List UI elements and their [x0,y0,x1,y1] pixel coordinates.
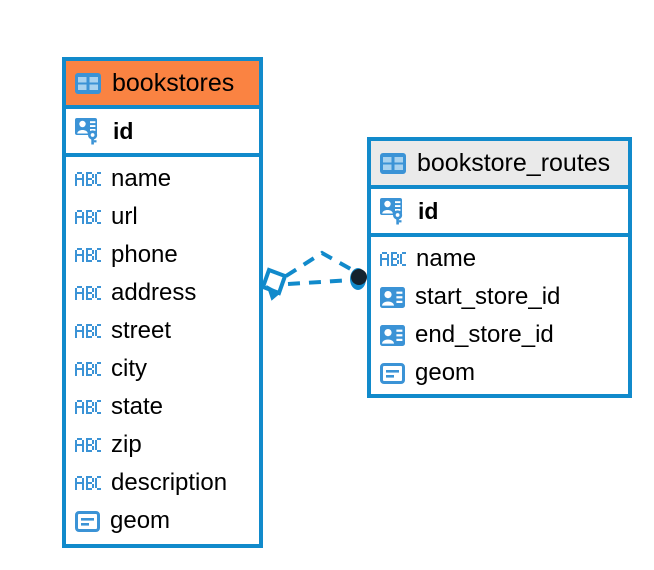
field-row-geom[interactable]: geom [66,502,259,540]
field-label: id [113,117,134,144]
entity-header-bookstores[interactable]: bookstores [66,61,259,109]
field-label: street [111,317,172,344]
primary-key-icon [75,117,103,145]
field-label: geom [415,359,476,386]
text-type-icon [75,400,101,414]
relationship-line-upper [284,250,357,278]
table-icon [380,152,406,174]
field-row-url[interactable]: url [66,198,259,236]
field-label: address [111,279,197,306]
field-label: name [416,245,477,272]
field-list-bookstore-routes: name start_store_id [371,237,628,398]
field-label: end_store_id [415,321,554,348]
text-type-icon [75,248,101,262]
field-label: start_store_id [415,283,561,310]
field-row-city[interactable]: city [66,350,259,388]
relationship-target-dot [351,269,367,285]
field-label: state [111,393,164,420]
field-row-state[interactable]: state [66,388,259,426]
foreign-key-icon [380,286,405,308]
field-label: url [111,203,138,230]
relationship-line-lower [287,278,353,286]
geometry-type-icon [380,362,405,384]
field-row-start-store-id[interactable]: start_store_id [371,278,628,316]
field-row-id[interactable]: id [371,189,628,233]
field-label: name [111,165,172,192]
relationship-target-halo [350,268,366,290]
entity-table-bookstores[interactable]: bookstores [62,57,263,548]
field-row-description[interactable]: description [66,464,259,502]
field-label: zip [111,431,142,458]
field-row-address[interactable]: address [66,274,259,312]
field-list-bookstores: name [66,157,259,546]
entity-table-bookstore-routes[interactable]: bookstore_routes [367,137,632,398]
relationship-source-diamond [260,267,288,296]
field-label: id [418,197,439,224]
text-type-icon [75,324,101,338]
foreign-key-icon [380,324,405,346]
field-label: geom [110,507,171,534]
text-type-icon [75,476,101,490]
text-type-icon [75,286,101,300]
field-row-street[interactable]: street [66,312,259,350]
field-row-name[interactable]: name [66,160,259,198]
text-type-icon [75,438,101,452]
entity-title: bookstore_routes [417,148,611,177]
field-row-id[interactable]: id [66,109,259,153]
text-type-icon [75,362,101,376]
text-type-icon [380,252,406,266]
entity-header-bookstore-routes[interactable]: bookstore_routes [371,141,628,189]
relationship-source-tail [266,284,281,301]
field-label: city [111,355,147,382]
primary-key-icon [380,197,408,225]
table-icon [75,72,101,94]
text-type-icon [75,210,101,224]
field-label: phone [111,241,178,268]
field-row-name[interactable]: name [371,240,628,278]
field-row-geom[interactable]: geom [371,354,628,392]
text-type-icon [75,172,101,186]
primary-key-block-bookstores: id [66,109,259,157]
field-row-end-store-id[interactable]: end_store_id [371,316,628,354]
field-row-zip[interactable]: zip [66,426,259,464]
geometry-type-icon [75,510,100,532]
primary-key-block-bookstore-routes: id [371,189,628,237]
entity-title: bookstores [112,68,235,97]
field-label: description [111,469,228,496]
field-row-phone[interactable]: phone [66,236,259,274]
